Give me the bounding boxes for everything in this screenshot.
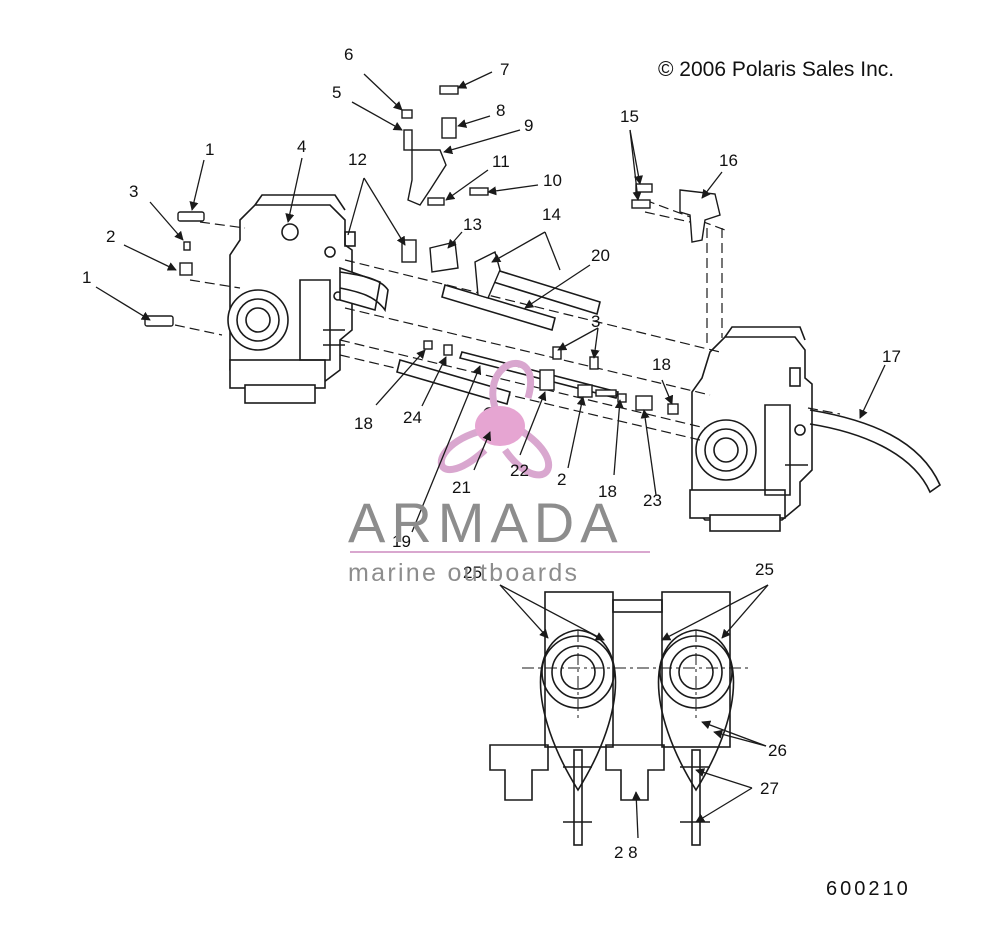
callout-3b: 3 [591, 312, 600, 331]
callout-19: 19 [392, 532, 411, 551]
watermark-divider [350, 551, 650, 553]
fuel-hoses [339, 271, 941, 494]
callout-15: 15 [620, 107, 639, 126]
leader-lines [95, 71, 886, 839]
callout-12: 12 [348, 150, 367, 169]
callout-18b: 18 [652, 355, 671, 374]
watermark-title: ARMADA [348, 491, 624, 554]
callout-8: 8 [496, 101, 505, 120]
callout-14: 14 [542, 205, 561, 224]
callout-1b: 1 [82, 268, 91, 287]
sync-view [489, 591, 735, 846]
left-carburetor [227, 194, 356, 404]
callout-5: 5 [332, 83, 341, 102]
callout-18c: 18 [598, 482, 617, 501]
callout-3a: 3 [129, 182, 138, 201]
right-carburetor [689, 326, 813, 532]
callout-27: 27 [760, 779, 779, 798]
callout-7: 7 [500, 60, 509, 79]
callout-4: 4 [297, 137, 306, 156]
callout-20: 20 [591, 246, 610, 265]
callout-9: 9 [524, 116, 533, 135]
callout-25b: 25 [755, 560, 774, 579]
armada-logo-hub [475, 406, 525, 446]
sync-centerlines [522, 630, 752, 720]
callout-6: 6 [344, 45, 353, 64]
callout-16: 16 [719, 151, 738, 170]
callout-2b: 2 [557, 470, 566, 489]
callout-26: 26 [768, 741, 787, 760]
callout-2a: 2 [106, 227, 115, 246]
callout-28: 2 8 [614, 843, 638, 862]
copyright-notice: © 2006 Polaris Sales Inc. [658, 58, 895, 81]
callout-24: 24 [403, 408, 422, 427]
watermark-subtitle: marine outboards [348, 559, 580, 587]
callout-22: 22 [510, 461, 529, 480]
callout-25a: 25 [463, 563, 482, 582]
figure-number: 600210 [826, 878, 911, 900]
callout-18a: 18 [354, 414, 373, 433]
callout-1a: 1 [205, 140, 214, 159]
callout-13: 13 [463, 215, 482, 234]
callout-11: 11 [492, 152, 510, 171]
hardware-parts [144, 85, 721, 437]
armada-logo-icon [437, 359, 553, 479]
callout-21: 21 [452, 478, 471, 497]
callout-23: 23 [643, 491, 662, 510]
callout-17: 17 [882, 347, 901, 366]
callout-labels: 1 1 2 2 3 3 4 5 6 7 8 9 10 11 12 13 14 1… [82, 45, 901, 862]
callout-10: 10 [543, 171, 562, 190]
